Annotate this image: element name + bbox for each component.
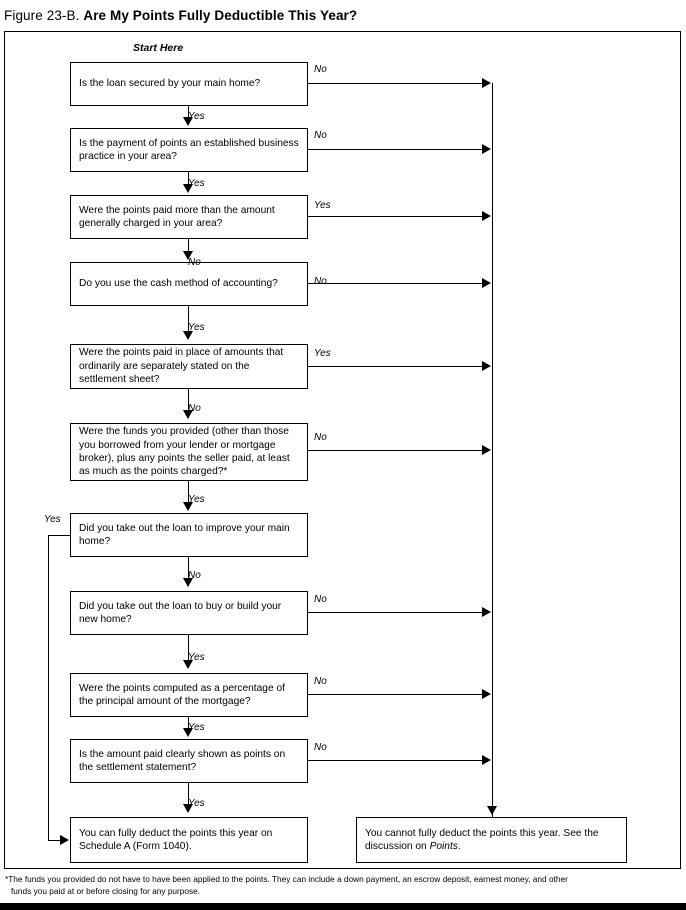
decision-amount-shown-as-points: Is the amount paid clearly shown as poin…	[70, 739, 308, 783]
figure-heading: Are My Points Fully Deductible This Year…	[83, 8, 358, 23]
node-text: You cannot fully deduct the points this …	[365, 827, 618, 854]
arrowhead-q8-no	[482, 607, 491, 617]
decision-points-more-than-amount: Were the points paid more than the amoun…	[70, 195, 308, 239]
edge-q6-no-line	[308, 450, 487, 451]
arrowhead-q9-q10	[183, 728, 193, 737]
node-text: Were the funds you provided (other than …	[79, 426, 290, 478]
edge-q3-q4-line	[188, 239, 189, 253]
node-text: Is the payment of points an established …	[79, 137, 299, 162]
footnote-line-1: *The funds you provided do not have to h…	[5, 874, 568, 884]
decision-funds-provided: Were the funds you provided (other than …	[70, 423, 308, 481]
node-text: You can fully deduct the points this yea…	[79, 827, 273, 852]
decision-points-in-place-of-amounts: Were the points paid in place of amounts…	[70, 344, 308, 389]
not-deductible-lead: You cannot fully deduct the points this …	[365, 827, 599, 852]
arrowhead-q5-q6	[183, 410, 193, 419]
arrowhead-q3-yes	[482, 211, 491, 221]
points-term: Points	[429, 841, 458, 852]
edge-q1-no-line	[308, 83, 487, 84]
node-text: Is the loan secured by your main home?	[79, 78, 261, 90]
edge-label-q8-no: No	[314, 594, 327, 605]
edge-label-q8-yes: Yes	[188, 652, 205, 663]
footnote: *The funds you provided do not have to h…	[5, 874, 681, 897]
edge-q7-yes-line-h2	[48, 840, 65, 841]
edge-q10-no-line	[308, 760, 487, 761]
edge-q8-no-line	[308, 612, 487, 613]
arrowhead-q9-no	[482, 689, 491, 699]
arrowhead-q8-q9	[183, 660, 193, 669]
arrowhead-q4-q5	[183, 331, 193, 340]
decision-loan-improve-main-home: Did you take out the loan to improve you…	[70, 513, 308, 557]
outcome-fully-deductible: You can fully deduct the points this yea…	[70, 817, 308, 863]
arrowhead-q7-yes-into-deductible	[60, 835, 69, 845]
edge-label-q3-no: No	[188, 257, 201, 268]
figure-number: Figure 23-B.	[4, 8, 80, 23]
arrowhead-q4-no	[482, 278, 491, 288]
edge-q2-q3-line	[188, 172, 189, 186]
edge-label-q4-no: No	[314, 276, 327, 287]
arrowhead-q6-q7	[183, 502, 193, 511]
edge-label-q3-yes: Yes	[314, 200, 331, 211]
decision-cash-method: Do you use the cash method of accounting…	[70, 262, 308, 306]
node-text: Do you use the cash method of accounting…	[79, 278, 278, 290]
arrowhead-q1-no	[482, 78, 491, 88]
start-here-label: Start Here	[133, 42, 184, 54]
edge-q3-yes-line	[308, 216, 487, 217]
edge-q5-q6-line	[188, 389, 189, 412]
arrowhead-q7-q8	[183, 578, 193, 587]
outcome-not-fully-deductible: You cannot fully deduct the points this …	[356, 817, 627, 863]
arrowhead-q5-yes	[482, 361, 491, 371]
edge-label-q5-yes: Yes	[314, 348, 331, 359]
edge-label-q5-no: No	[188, 403, 201, 414]
arrowhead-q2-q3	[183, 184, 193, 193]
bottom-rule	[0, 903, 686, 910]
arrowhead-q1-q2	[183, 117, 193, 126]
decision-established-practice: Is the payment of points an established …	[70, 128, 308, 172]
edge-q4-q5-line	[188, 306, 189, 333]
edge-q9-q10-line	[188, 717, 189, 730]
edge-label-q4-yes: Yes	[188, 322, 205, 333]
edge-label-q6-no: No	[314, 432, 327, 443]
edge-q5-yes-line	[308, 366, 487, 367]
node-text: Were the points paid in place of amounts…	[79, 347, 284, 386]
edge-q7-yes-line-v	[48, 535, 49, 841]
node-text: Were the points computed as a percentage…	[79, 682, 285, 707]
arrowhead-q2-no	[482, 144, 491, 154]
edge-q9-no-line	[308, 694, 487, 695]
right-collector-line	[492, 83, 493, 817]
edge-label-q2-no: No	[314, 130, 327, 141]
edge-label-q1-yes: Yes	[188, 111, 205, 122]
footnote-line-2: funds you paid at or before closing for …	[11, 885, 201, 896]
edge-q7-q8-line	[188, 557, 189, 580]
edge-label-q7-yes: Yes	[44, 514, 61, 525]
edge-label-q7-no: No	[188, 570, 201, 581]
edge-q6-q7-line	[188, 481, 189, 504]
node-text: Were the points paid more than the amoun…	[79, 204, 275, 229]
arrowhead-into-not-deductible	[487, 806, 497, 815]
edge-label-q9-yes: Yes	[188, 722, 205, 733]
edge-q4-no-line	[308, 283, 487, 284]
edge-label-q2-yes: Yes	[188, 178, 205, 189]
decision-loan-secured: Is the loan secured by your main home?	[70, 62, 308, 106]
edge-label-q6-yes: Yes	[188, 494, 205, 505]
edge-label-q10-no: No	[314, 742, 327, 753]
edge-label-q9-no: No	[314, 676, 327, 687]
edge-label-q10-yes: Yes	[188, 798, 205, 809]
edge-q10-outcome-line	[188, 783, 189, 806]
arrowhead-q3-q4	[183, 251, 193, 260]
not-deductible-trail: .	[457, 841, 461, 852]
page-title: Figure 23-B. Are My Points Fully Deducti…	[4, 8, 357, 23]
arrowhead-q10-no	[482, 755, 491, 765]
node-text: Did you take out the loan to buy or buil…	[79, 600, 282, 625]
node-text: Is the amount paid clearly shown as poin…	[79, 748, 286, 773]
decision-loan-buy-or-build: Did you take out the loan to buy or buil…	[70, 591, 308, 635]
arrowhead-q6-no	[482, 445, 491, 455]
edge-q8-q9-line	[188, 635, 189, 662]
edge-q2-no-line	[308, 149, 487, 150]
node-text: Did you take out the loan to improve you…	[79, 522, 290, 547]
edge-label-q1-no: No	[314, 64, 327, 75]
edge-q7-yes-line-h1	[48, 535, 70, 536]
arrowhead-q10-outcome	[183, 804, 193, 813]
edge-q1-q2-line	[188, 106, 189, 119]
decision-points-percentage: Were the points computed as a percentage…	[70, 673, 308, 717]
